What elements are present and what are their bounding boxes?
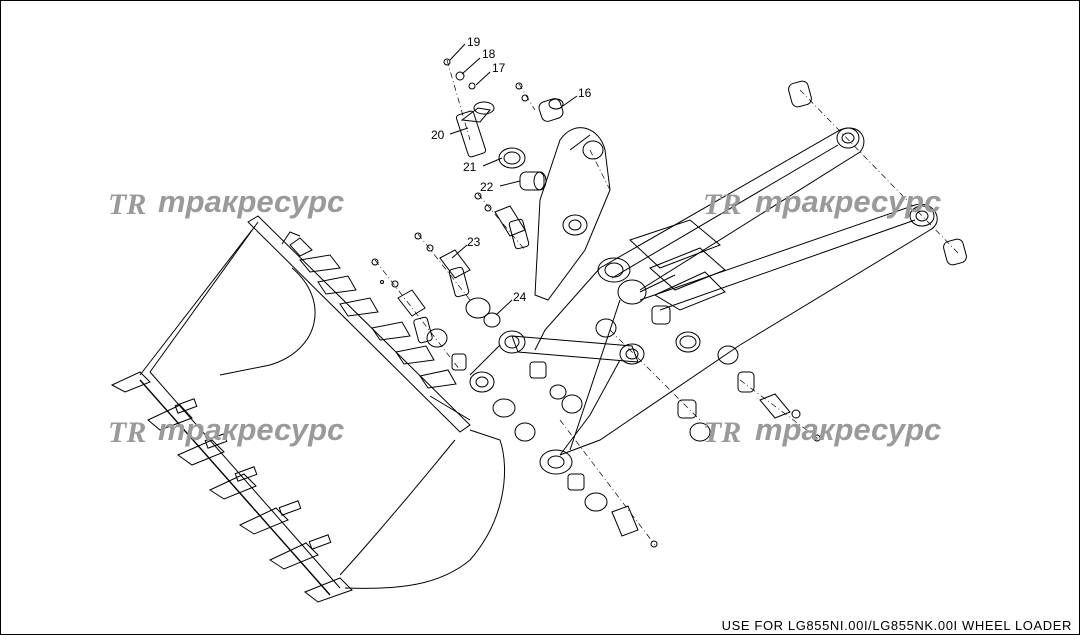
pin-20	[455, 101, 495, 158]
watermark-top-right: TR тракресурс	[703, 184, 941, 221]
pin-plate-22	[494, 205, 530, 250]
centerlines	[374, 59, 961, 546]
callout-labels: 19 18 17 16 20 21 22 23 24	[431, 35, 592, 304]
watermark-text: тракресурс	[158, 184, 344, 219]
watermark-bottom-right: TR тракресурс	[703, 412, 941, 449]
rocker-arm	[534, 127, 611, 301]
pin-23	[439, 249, 471, 298]
bushing-22	[519, 171, 547, 191]
watermark-text: тракресурс	[158, 412, 344, 447]
pin-lower-center	[529, 361, 639, 537]
bucket-teeth	[110, 371, 353, 603]
watermark-top-left: TR тракресурс	[108, 184, 344, 221]
callout-16: 16	[578, 86, 592, 100]
callout-23: 23	[467, 235, 481, 249]
callout-20: 20	[431, 128, 445, 142]
boom-arm-upper	[534, 127, 865, 351]
watermark-bottom-left: TR тракресурс	[108, 412, 344, 449]
pin-center-right	[595, 305, 711, 442]
callout-24: 24	[513, 290, 527, 304]
watermark-logo: TR	[108, 188, 146, 221]
pin-left-bucket	[397, 289, 536, 442]
pin-16	[538, 98, 564, 122]
callout-21: 21	[463, 160, 477, 174]
model-caption: USE FOR LG855NI.00I/LG855NK.00I WHEEL LO…	[721, 618, 1072, 633]
cross-tube	[629, 219, 726, 311]
bucket	[110, 215, 505, 603]
watermark-logo: TR	[703, 416, 741, 449]
watermark-text: тракресурс	[755, 412, 941, 447]
watermark-logo: TR	[703, 188, 741, 221]
watermark-logo: TR	[108, 416, 146, 449]
tilt-link	[469, 330, 645, 456]
watermark-text: тракресурс	[755, 184, 941, 219]
callout-leaders	[449, 43, 578, 316]
pin-right-bottom	[737, 371, 801, 419]
callout-18: 18	[482, 47, 496, 61]
boom-arm-lower	[539, 203, 938, 475]
bushing-21	[498, 147, 526, 169]
callout-19: 19	[467, 35, 481, 49]
pin-boom-end	[788, 80, 967, 266]
seal-ring-24	[465, 297, 501, 328]
callout-22: 22	[480, 180, 494, 194]
callout-17: 17	[492, 61, 506, 75]
